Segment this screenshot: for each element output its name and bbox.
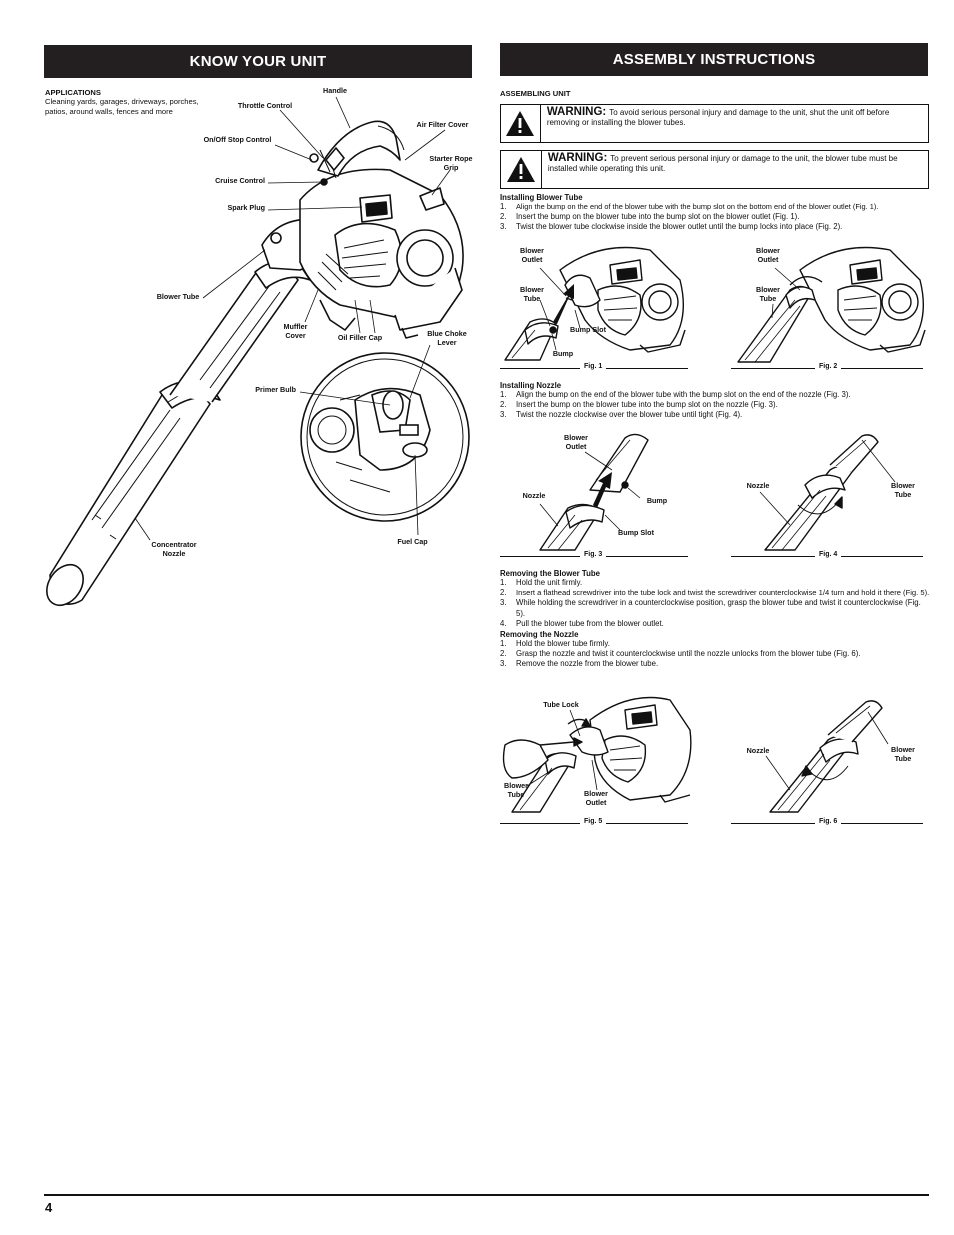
footer-rule (44, 1194, 929, 1196)
page-number: 4 (45, 1200, 53, 1215)
warning-triangle-icon (501, 151, 542, 188)
list-item: 2.Grasp the nozzle and twist it counterc… (500, 649, 861, 659)
fig2-label-blower-outlet: Blower Outlet (756, 246, 780, 264)
fig3-label-bump-slot: Bump Slot (618, 528, 654, 537)
assembling-unit-title: ASSEMBLING UNIT (500, 89, 571, 98)
warning-2-text: WARNING:To prevent serious personal inju… (542, 151, 928, 188)
applications-title: APPLICATIONS (45, 88, 101, 97)
warning-1-body: To avoid serious personal injury and dam… (546, 108, 890, 127)
fig3-label-nozzle: Nozzle (522, 491, 546, 500)
warning-word: WARNING: (546, 106, 607, 118)
fig6-label-blower-tube: Blower Tube (891, 745, 915, 763)
removing-blower-tube-steps: 1.Hold the unit firmly. 2.Insert a flath… (500, 578, 930, 629)
installing-blower-tube-section: Installing Blower Tube 1.Align the bump … (500, 193, 930, 233)
fig4-label-nozzle: Nozzle (746, 481, 770, 490)
fig5-label-blower-outlet: Blower Outlet (584, 789, 608, 807)
fig1-label-blower-tube: Blower Tube (520, 285, 544, 303)
fig4-caption: Fig. 4 (815, 551, 842, 558)
removing-nozzle-title: Removing the Nozzle (500, 630, 579, 640)
warning-triangle-icon (501, 105, 541, 142)
installing-blower-tube-steps: 1.Align the bump on the end of the blowe… (500, 202, 930, 233)
know-your-unit-header: KNOW YOUR UNIT (44, 45, 472, 78)
list-item: 3.While holding the screwdriver in a cou… (500, 598, 921, 618)
list-item: 3.Twist the blower tube clockwise inside… (500, 222, 843, 232)
fig1-label-blower-outlet: Blower Outlet (520, 246, 544, 264)
installing-nozzle-title: Installing Nozzle (500, 381, 562, 390)
label-spark-plug: Spark Plug (227, 203, 265, 212)
fig5-label-blower-tube: Blower Tube (504, 781, 528, 799)
applications-text: Cleaning yards, garages, driveways, porc… (45, 97, 199, 116)
applications-block: APPLICATIONS Cleaning yards, garages, dr… (45, 88, 205, 116)
warning-1-text: WARNING:To avoid serious personal injury… (541, 105, 928, 142)
list-item: 2.Insert the bump on the blower tube int… (500, 400, 778, 410)
removing-blower-tube-section: Removing the Blower Tube 1.Hold the unit… (500, 569, 930, 670)
list-item: 1.Hold the unit firmly. (500, 578, 583, 587)
label-on-off-stop-control: On/Off Stop Control (203, 135, 272, 144)
fig5-caption: Fig. 5 (580, 818, 607, 825)
list-item: 3.Remove the nozzle from the blower tube… (500, 659, 659, 669)
fig6-label-nozzle: Nozzle (746, 746, 770, 755)
label-primer-bulb: Primer Bulb (255, 385, 296, 394)
warning-2-body: To prevent serious personal injury or da… (547, 154, 898, 173)
label-cruise-control: Cruise Control (215, 176, 265, 185)
removing-nozzle-steps: 1.Hold the blower tube firmly. 2.Grasp t… (500, 639, 930, 670)
label-air-filter-cover: Air Filter Cover (416, 120, 469, 129)
warning-word: WARNING: (547, 152, 608, 164)
fig6-caption: Fig. 6 (815, 818, 842, 825)
label-throttle-control: Throttle Control (237, 101, 293, 110)
installing-blower-tube-title: Installing Blower Tube (500, 193, 583, 202)
fig3-label-bump: Bump (646, 496, 668, 505)
label-blower-tube: Blower Tube (156, 292, 200, 301)
label-starter-rope-grip: Starter Rope Grip (429, 154, 473, 172)
list-item: 3.Twist the nozzle clockwise over the bl… (500, 410, 743, 420)
label-oil-filler-cap: Oil Filler Cap (337, 333, 383, 342)
fig2-caption: Fig. 2 (815, 363, 842, 370)
list-item: 1.Align the bump on the end of the blowe… (500, 202, 879, 211)
warning-box-1: WARNING:To avoid serious personal injury… (500, 104, 929, 143)
list-item: 2.Insert the bump on the blower tube int… (500, 212, 800, 222)
installing-nozzle-steps: 1.Align the bump on the end of the blowe… (500, 390, 930, 421)
list-item: 1.Hold the blower tube firmly. (500, 639, 610, 649)
installing-nozzle-section: Installing Nozzle 1.Align the bump on th… (500, 381, 930, 421)
removing-blower-tube-title: Removing the Blower Tube (500, 569, 600, 578)
label-muffler-cover: Muffler Cover (283, 322, 308, 340)
warning-box-2: WARNING:To prevent serious personal inju… (500, 150, 929, 189)
fig4-label-blower-tube: Blower Tube (891, 481, 915, 499)
fig2-label-blower-tube: Blower Tube (756, 285, 780, 303)
assembly-instructions-header: ASSEMBLY INSTRUCTIONS (500, 43, 928, 76)
fig3-label-blower-outlet: Blower Outlet (564, 433, 588, 451)
fig1-caption: Fig. 1 (580, 363, 607, 370)
list-item: 1.Align the bump on the end of the blowe… (500, 390, 851, 399)
fig1-label-bump-slot: Bump Slot (570, 325, 606, 334)
label-concentrator-nozzle: Concentrator Nozzle (151, 540, 197, 558)
fig5-label-tube-lock: Tube Lock (543, 700, 579, 709)
list-item: 2.Insert a flathead screwdriver into the… (500, 588, 930, 598)
label-blue-choke-lever: Blue Choke Lever (427, 329, 467, 347)
label-fuel-cap: Fuel Cap (397, 537, 428, 546)
fig1-label-bump: Bump (552, 349, 574, 358)
list-item: 4.Pull the blower tube from the blower o… (500, 618, 664, 628)
fig3-caption: Fig. 3 (580, 551, 607, 558)
label-handle: Handle (323, 86, 347, 95)
